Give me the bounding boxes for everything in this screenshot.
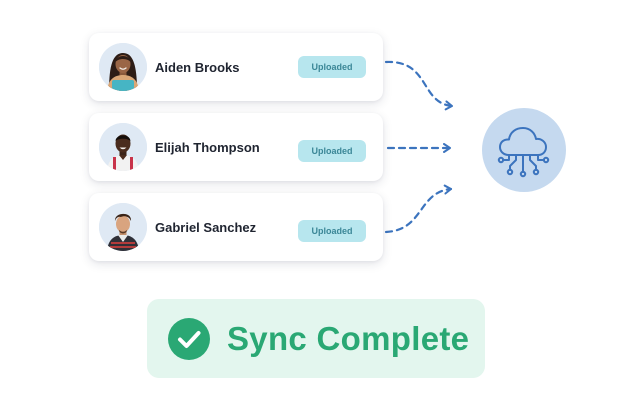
cloud-network-icon	[482, 108, 566, 192]
connector-arrow-3	[384, 184, 453, 234]
avatar	[99, 123, 147, 171]
user-card: Elijah Thompson Uploaded	[89, 113, 383, 181]
status-badge: Uploaded	[298, 140, 366, 162]
user-name: Elijah Thompson	[155, 139, 260, 155]
sync-status-label: Sync Complete	[227, 319, 470, 357]
user-card: Gabriel Sanchez Uploaded	[89, 193, 383, 261]
connector-arrow-1	[384, 60, 454, 111]
user-name: Gabriel Sanchez	[155, 219, 257, 235]
avatar	[99, 43, 147, 91]
user-name: Aiden Brooks	[155, 59, 240, 75]
user-card: Aiden Brooks Uploaded	[89, 33, 383, 101]
status-badge: Uploaded	[298, 220, 366, 242]
check-circle-icon	[168, 318, 210, 360]
avatar	[99, 203, 147, 251]
status-badge: Uploaded	[298, 56, 366, 78]
sync-status-banner: Sync Complete	[147, 299, 485, 378]
